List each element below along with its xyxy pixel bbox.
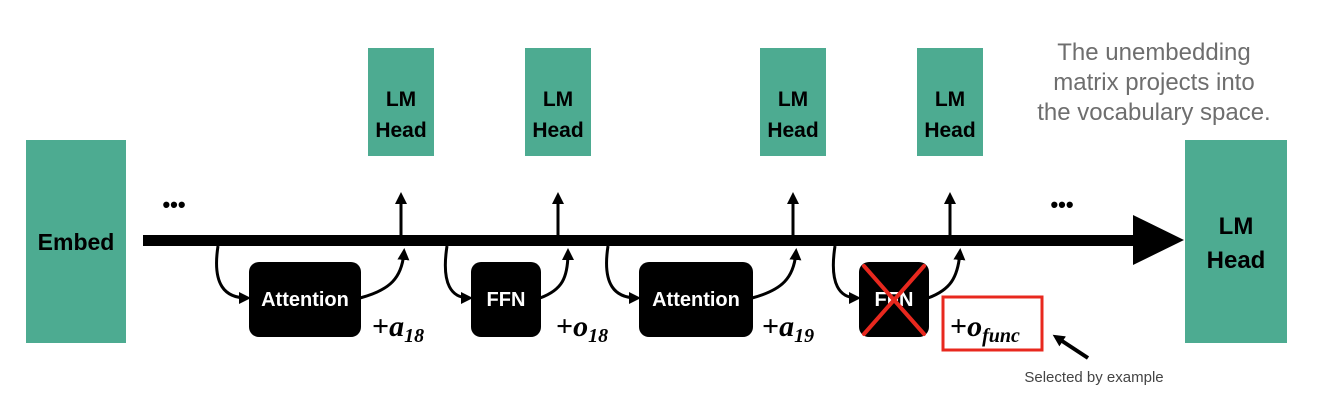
caption-line1: The unembedding — [1057, 39, 1250, 66]
module-ffn-func: FFN — [859, 262, 929, 337]
output-a19-var: a — [779, 310, 794, 343]
branch-out-attention-19 — [751, 248, 802, 300]
lm-head-1-line2: Head — [375, 119, 426, 142]
branch-in-ffn-func — [831, 245, 861, 304]
residual-stream-arrow — [143, 215, 1184, 265]
ellipsis-right: ••• — [1050, 192, 1073, 217]
branch-in-attention-18 — [215, 245, 251, 304]
lm-head-2: LM Head — [525, 48, 591, 156]
branch-in-attention-19 — [605, 245, 641, 304]
module-attention-19-label: Attention — [652, 289, 740, 311]
module-attention-18-label: Attention — [261, 289, 349, 311]
output-a19-plus: + — [762, 310, 779, 343]
branch-in-ffn-18 — [443, 245, 473, 304]
final-lm-head-line2: Head — [1207, 247, 1266, 274]
final-lm-head-line1: LM — [1219, 213, 1254, 240]
output-o18-sub: 18 — [588, 325, 608, 347]
branch-out-ffn-18 — [539, 248, 574, 300]
caption-line2: matrix projects into — [1053, 69, 1254, 96]
output-ofunc: +ofunc — [941, 295, 1044, 352]
selected-highlight-box — [941, 295, 1044, 352]
module-ffn-18-label: FFN — [487, 289, 526, 311]
output-ofunc-var: o — [967, 310, 982, 343]
embed-block: Embed — [26, 140, 126, 343]
lm-head-4-line1: LM — [935, 88, 965, 111]
lm-head-2-line2: Head — [532, 119, 583, 142]
output-a18-var: a — [389, 310, 404, 343]
lm-head-3-line2: Head — [767, 119, 818, 142]
output-o18-var: o — [573, 310, 588, 343]
svg-text:+o18: +o18 — [556, 310, 608, 347]
output-ofunc-sub: func — [982, 325, 1020, 347]
final-lm-head: LM Head — [1185, 140, 1287, 343]
output-a18: +a18 — [372, 310, 424, 347]
lm-head-1-line1: LM — [386, 88, 416, 111]
lm-head-1: LM Head — [368, 48, 434, 156]
selected-note: Selected by example — [1024, 369, 1163, 386]
branch-out-ffn-func — [927, 248, 966, 300]
svg-text:+a18: +a18 — [372, 310, 424, 347]
output-a19-sub: 19 — [794, 325, 814, 347]
lm-head-2-line1: LM — [543, 88, 573, 111]
lm-head-3: LM Head — [760, 48, 826, 156]
caption-line3: the vocabulary space. — [1037, 99, 1270, 126]
module-attention-19: Attention — [639, 262, 753, 337]
module-ffn-18: FFN — [471, 262, 541, 337]
branch-out-attention-18 — [359, 248, 410, 300]
lm-head-4-line2: Head — [924, 119, 975, 142]
output-ofunc-plus: + — [950, 310, 967, 343]
ellipsis-left: ••• — [162, 192, 185, 217]
svg-text:+a19: +a19 — [762, 310, 814, 347]
embed-label: Embed — [38, 229, 115, 255]
lm-head-up-arrows — [395, 192, 956, 238]
output-a19: +a19 — [762, 310, 814, 347]
lm-head-4: LM Head — [917, 48, 983, 156]
branch-arrows — [215, 245, 966, 304]
caption: The unembedding matrix projects into the… — [1037, 39, 1270, 126]
output-o18-plus: + — [556, 310, 573, 343]
svg-text:+ofunc: +ofunc — [950, 310, 1020, 347]
output-a18-plus: + — [372, 310, 389, 343]
output-o18: +o18 — [556, 310, 608, 347]
red-cross-mark — [862, 264, 926, 336]
module-attention-18: Attention — [249, 262, 361, 337]
output-a18-sub: 18 — [404, 325, 424, 347]
selected-pointer-arrow — [1052, 334, 1090, 360]
lm-head-3-line1: LM — [778, 88, 808, 111]
